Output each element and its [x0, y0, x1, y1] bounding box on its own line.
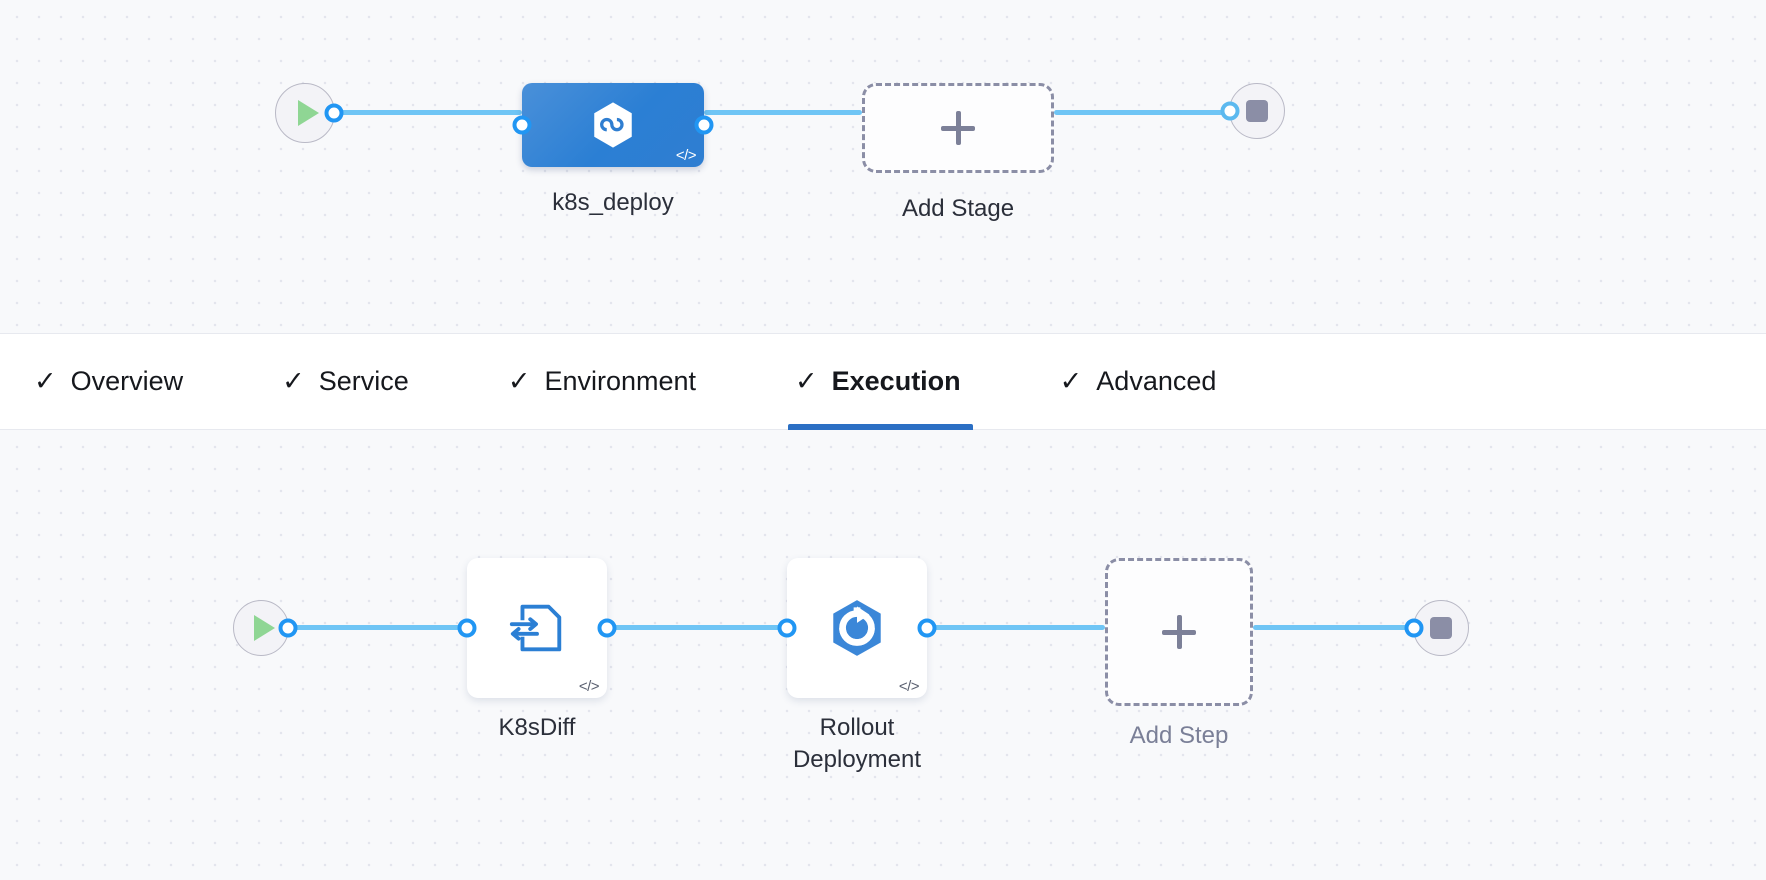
stage-card[interactable]: </> [512, 83, 714, 167]
stage-label: k8s_deploy [552, 189, 674, 216]
tab-label: Execution [831, 366, 961, 396]
add-stage-button[interactable] [862, 83, 1054, 173]
execution-graph-canvas[interactable]: </> K8sDiff </> [0, 430, 1766, 880]
rollout-deployment-hexagon-icon [833, 600, 881, 656]
connector-line [335, 110, 522, 115]
tab-service[interactable]: ✓ Service [275, 334, 443, 429]
step-label: K8sDiff [498, 714, 576, 741]
play-icon [297, 100, 319, 126]
step-card[interactable]: </> [457, 558, 617, 698]
stop-icon [1246, 100, 1268, 122]
connector-line [1054, 110, 1229, 115]
connector-dot-in[interactable] [512, 115, 532, 135]
connector-dot[interactable] [278, 618, 298, 638]
connector-dot-in[interactable] [457, 618, 477, 638]
connector-line [1253, 625, 1413, 630]
step-label: Rollout Deployment [792, 714, 922, 773]
connector-dot-out[interactable] [694, 115, 714, 135]
execution-start-circle[interactable] [233, 600, 298, 656]
stage-graph-canvas[interactable]: </> k8s_deploy Add Stage [0, 0, 1766, 333]
connector-line [289, 625, 467, 630]
tab-overview[interactable]: ✓ Overview [27, 334, 217, 429]
code-badge-icon: </> [675, 147, 697, 164]
check-icon: ✓ [34, 366, 57, 396]
play-icon [253, 615, 275, 641]
plus-icon [1162, 615, 1196, 649]
stop-icon [1430, 617, 1452, 639]
stage-node-k8s-deploy[interactable]: </> k8s_deploy [512, 83, 714, 219]
stage-config-tabbar[interactable]: ✓ Overview ✓ Service ✓ Environment ✓ Exe… [0, 333, 1766, 430]
step-node-k8sdiff[interactable]: </> K8sDiff [457, 558, 617, 744]
execution-end-circle[interactable] [1404, 600, 1469, 656]
tab-execution[interactable]: ✓ Execution [788, 334, 995, 430]
connector-dot-in[interactable] [777, 618, 797, 638]
tab-label: Overview [70, 366, 184, 396]
connector-dot[interactable] [1404, 618, 1424, 638]
check-icon: ✓ [282, 366, 305, 396]
stage-end-node[interactable] [1220, 83, 1285, 139]
k8s-diff-file-icon [509, 604, 562, 652]
check-icon: ✓ [795, 366, 818, 396]
tab-label: Service [318, 366, 409, 396]
connector-dot[interactable] [324, 103, 344, 123]
stage-start-node[interactable] [275, 83, 344, 143]
step-card[interactable]: </> [777, 558, 937, 698]
harness-cd-hexagon-icon [594, 102, 632, 148]
step-node-rollout-deployment[interactable]: </> Rollout Deployment [777, 558, 937, 775]
pipeline-start-circle[interactable] [275, 83, 344, 143]
pipeline-end-circle[interactable] [1220, 83, 1285, 139]
execution-start-node[interactable] [233, 558, 298, 656]
connector-line [927, 625, 1105, 630]
connector-dot-out[interactable] [917, 618, 937, 638]
plus-icon [941, 111, 975, 145]
add-stage-label: Add Stage [901, 195, 1015, 222]
add-step-label: Add Step [1129, 722, 1229, 749]
code-badge-icon: </> [578, 678, 600, 695]
connector-line [704, 110, 862, 115]
add-stage-node[interactable]: Add Stage [862, 83, 1054, 225]
connector-line [607, 625, 787, 630]
add-step-node[interactable]: Add Step [1105, 558, 1253, 752]
tab-environment[interactable]: ✓ Environment [501, 334, 730, 429]
execution-end-node[interactable] [1404, 558, 1469, 656]
code-badge-icon: </> [898, 678, 920, 695]
tab-advanced[interactable]: ✓ Advanced [1053, 334, 1251, 429]
connector-dot[interactable] [1220, 101, 1240, 121]
connector-dot-out[interactable] [597, 618, 617, 638]
tab-label: Environment [544, 366, 697, 396]
check-icon: ✓ [507, 366, 531, 396]
add-step-button[interactable] [1105, 558, 1253, 706]
tab-label: Advanced [1096, 366, 1217, 396]
check-icon: ✓ [1059, 366, 1083, 396]
